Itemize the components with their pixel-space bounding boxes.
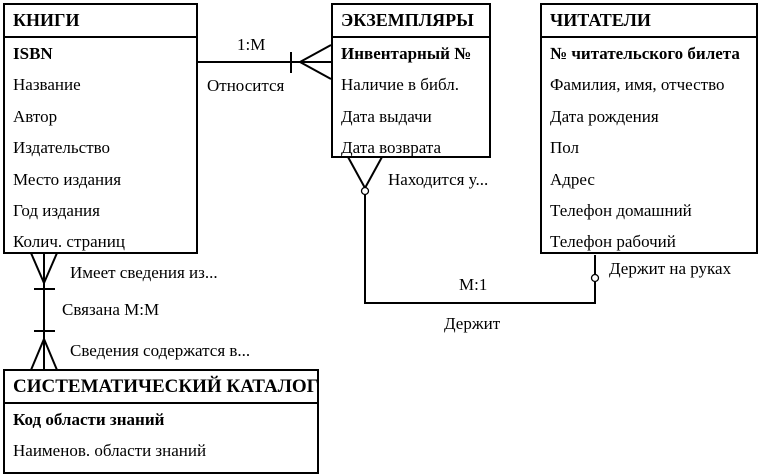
attribute: Телефон домашний [550, 200, 692, 220]
catalog-crowfoot-right [43, 338, 58, 371]
attribute: Фамилия, имя, отчество [550, 75, 725, 95]
entity-books[interactable]: КНИГИ ISBN Название Автор Издательство М… [3, 3, 198, 254]
attribute: Дата выдачи [341, 106, 432, 126]
books-catalog-label: Связана M:M [62, 300, 160, 319]
attribute: Телефон рабочий [550, 232, 676, 252]
copies-crowfoot-upper [299, 44, 332, 63]
copies-readers-cardinality: M:1 [459, 275, 488, 294]
copies-readers-line [364, 192, 596, 304]
copies-readers-label: Держит [444, 314, 501, 333]
copies-crowfoot-right [364, 156, 383, 189]
catalog-side-label: Сведения содержатся в... [70, 341, 251, 360]
copies-crowfoot-left [347, 156, 366, 189]
entity-catalog[interactable]: СИСТЕМАТИЧЕСКИЙ КАТАЛОГ Код области знан… [3, 369, 319, 474]
copies-optional-circle [360, 186, 370, 196]
attribute: Наличие в библ. [341, 75, 459, 95]
entity-title: ЧИТАТЕЛИ [542, 5, 756, 38]
attribute-key: Инвентарный № [341, 44, 472, 63]
attribute: Место издания [13, 169, 122, 189]
attribute: Наименов. области знаний [13, 441, 207, 461]
attribute-key: Код области знаний [13, 410, 165, 429]
readers-side-label: Держит на руках [609, 259, 732, 278]
copies-crowfoot-lower [299, 61, 332, 80]
books-crowfoot-right [43, 252, 58, 284]
books-crowfoot-left [30, 252, 45, 284]
entity-title: СИСТЕМАТИЧЕСКИЙ КАТАЛОГ [5, 371, 319, 404]
attribute: Колич. страниц [13, 232, 125, 252]
catalog-crowfoot-left [30, 338, 45, 371]
attribute: Дата возврата [341, 138, 442, 158]
attribute: Дата рождения [550, 106, 659, 126]
copies-side-label: Находится у... [388, 170, 489, 189]
entity-title: КНИГИ [5, 5, 196, 38]
attribute: Пол [550, 138, 580, 158]
attribute-key: № читательского билета [550, 44, 740, 63]
books-side-label: Имеет сведения из... [70, 263, 218, 282]
attribute: Автор [13, 106, 58, 126]
books-copies-label: Относится [207, 76, 285, 95]
attribute: Название [13, 75, 81, 95]
books-copies-cardinality: 1:M [237, 35, 266, 54]
attribute: Год издания [13, 200, 100, 220]
entity-copies[interactable]: ЭКЗЕМПЛЯРЫ Инвентарный № Наличие в библ.… [331, 3, 491, 158]
entity-title: ЭКЗЕМПЛЯРЫ [333, 5, 489, 38]
readers-optional-circle [590, 273, 600, 283]
attribute: Издательство [13, 138, 111, 158]
attribute-key: ISBN [13, 44, 53, 63]
attribute: Адрес [550, 169, 595, 189]
entity-readers[interactable]: ЧИТАТЕЛИ № читательского билета Фамилия,… [540, 3, 758, 254]
